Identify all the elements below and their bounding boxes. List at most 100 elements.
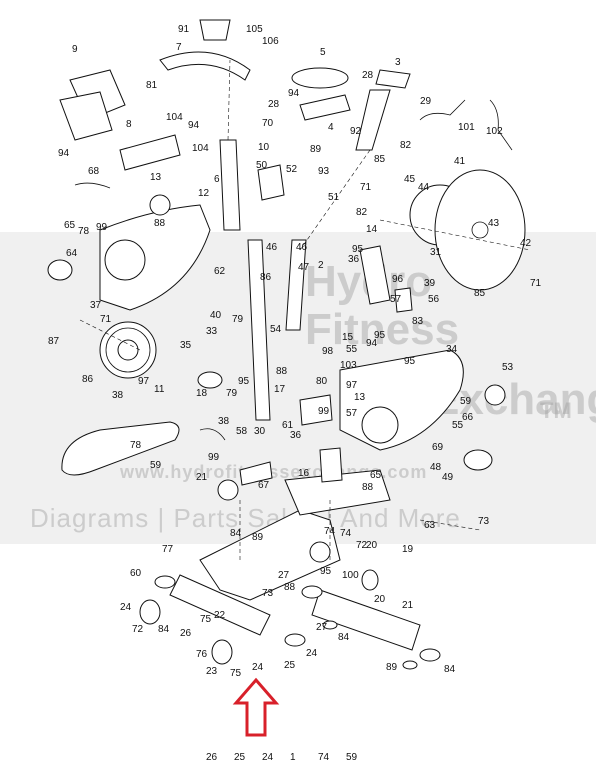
- part-callout-28: 28: [268, 99, 280, 110]
- part-callout-64: 64: [66, 248, 78, 259]
- part-callout-63: 63: [424, 520, 436, 531]
- part-callout-74: 74: [318, 752, 330, 763]
- part-callout-66: 66: [462, 412, 474, 423]
- part-callout-97: 97: [346, 380, 358, 391]
- part-callout-50: 50: [256, 160, 268, 171]
- part-callout-95: 95: [374, 330, 386, 341]
- part-callout-23: 23: [206, 666, 218, 677]
- part-callout-21: 21: [402, 600, 414, 611]
- red-arrow: [232, 677, 280, 737]
- part-callout-104: 104: [192, 143, 209, 154]
- part-callout-84: 84: [230, 528, 242, 539]
- part-callout-95: 95: [404, 356, 416, 367]
- part-callout-76: 76: [196, 649, 208, 660]
- part-callout-18: 18: [196, 388, 208, 399]
- part-callout-6: 6: [214, 174, 220, 185]
- part-callout-41: 41: [454, 156, 466, 167]
- part-callout-59: 59: [460, 396, 472, 407]
- part-callout-85: 85: [374, 154, 386, 165]
- part-callout-59: 59: [346, 752, 358, 763]
- part-callout-92: 92: [350, 126, 362, 137]
- part-callout-55: 55: [452, 420, 464, 431]
- part-callout-16: 16: [298, 468, 310, 479]
- part-callout-40: 40: [210, 310, 222, 321]
- part-callout-105: 105: [246, 24, 263, 35]
- part-callout-24: 24: [306, 648, 318, 659]
- small-parts-drawing: [47, 99, 513, 591]
- part-callout-65: 65: [64, 220, 76, 231]
- left-shroud-drawing: [99, 204, 211, 311]
- part-callout-102: 102: [486, 126, 503, 137]
- part-callout-98: 98: [322, 346, 334, 357]
- part-callout-60: 60: [130, 568, 142, 579]
- part-callout-2: 2: [318, 260, 324, 271]
- part-callout-25: 25: [284, 660, 296, 671]
- part-callout-73: 73: [478, 516, 490, 527]
- part-callout-53: 53: [502, 362, 514, 373]
- part-callout-79: 79: [232, 314, 244, 325]
- part-callout-33: 33: [206, 326, 218, 337]
- part-callout-45: 45: [404, 174, 416, 185]
- part-callout-84: 84: [158, 624, 170, 635]
- part-callout-7: 7: [176, 42, 182, 53]
- part-callout-20: 20: [366, 540, 378, 551]
- part-callout-39: 39: [424, 278, 436, 289]
- part-callout-95: 95: [320, 566, 332, 577]
- drive-pulley-drawing: [99, 321, 157, 379]
- part-callout-97: 97: [138, 376, 150, 387]
- part-callout-86: 86: [260, 272, 272, 283]
- part-callout-88: 88: [276, 366, 288, 377]
- part-callout-104: 104: [166, 112, 183, 123]
- part-callout-73: 73: [262, 588, 274, 599]
- part-callout-24: 24: [120, 602, 132, 613]
- part-callout-12: 12: [198, 188, 210, 199]
- part-callout-78: 78: [130, 440, 142, 451]
- part-callout-36: 36: [348, 254, 360, 265]
- part-callout-21: 21: [196, 472, 208, 483]
- part-callout-101: 101: [458, 122, 475, 133]
- part-callout-13: 13: [354, 392, 366, 403]
- part-callout-52: 52: [286, 164, 298, 175]
- part-callout-93: 93: [318, 166, 330, 177]
- part-callout-71: 71: [360, 182, 372, 193]
- part-callout-65: 65: [370, 470, 382, 481]
- part-callout-5: 5: [320, 47, 326, 58]
- frame-drawing: [199, 89, 391, 601]
- part-callout-38: 38: [218, 416, 230, 427]
- part-callout-26: 26: [206, 752, 218, 763]
- console-drawing: [59, 69, 181, 171]
- part-callout-27: 27: [316, 622, 328, 633]
- part-callout-51: 51: [328, 192, 340, 203]
- part-callout-83: 83: [412, 316, 424, 327]
- part-callout-56: 56: [428, 294, 440, 305]
- part-callout-57: 57: [346, 408, 358, 419]
- part-callout-94: 94: [288, 88, 300, 99]
- watermark-logo-line2: Fitness: [305, 305, 460, 354]
- part-callout-1: 1: [290, 752, 296, 763]
- part-callout-31: 31: [430, 247, 442, 258]
- part-callout-88: 88: [362, 482, 374, 493]
- part-callout-57: 57: [390, 294, 402, 305]
- watermark-tagline: Diagrams | Parts Sales | And More: [30, 503, 461, 533]
- part-callout-89: 89: [386, 662, 398, 673]
- part-callout-69: 69: [432, 442, 444, 453]
- part-callout-35: 35: [180, 340, 192, 351]
- part-callout-78: 78: [78, 226, 90, 237]
- part-callout-94: 94: [366, 338, 378, 349]
- part-callout-71: 71: [530, 278, 542, 289]
- part-callout-27: 27: [278, 570, 290, 581]
- part-callout-22: 22: [214, 610, 226, 621]
- part-callout-8: 8: [126, 119, 132, 130]
- part-callout-87: 87: [48, 336, 60, 347]
- assembly-lines: [79, 59, 531, 560]
- part-callout-86: 86: [82, 374, 94, 385]
- part-callout-24: 24: [262, 752, 274, 763]
- part-callout-103: 103: [340, 360, 357, 371]
- part-callout-70: 70: [262, 118, 274, 129]
- part-callout-4: 4: [328, 122, 334, 133]
- part-callout-37: 37: [90, 300, 102, 311]
- part-callout-62: 62: [214, 266, 226, 277]
